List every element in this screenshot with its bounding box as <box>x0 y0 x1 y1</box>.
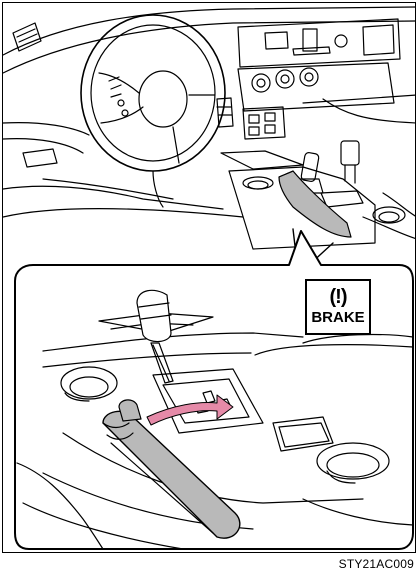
parking-brake-lever-overview <box>279 171 351 237</box>
parking-brake-warning-icon: (!) <box>307 285 369 309</box>
figure-code: STY21AC009 <box>339 557 414 571</box>
brake-warning-indicator: (!) BRAKE <box>305 279 371 335</box>
dashboard-overview <box>3 7 416 249</box>
brake-warning-label: BRAKE <box>307 309 369 327</box>
cabin-illustration <box>3 3 416 553</box>
illustration-frame: (!) BRAKE <box>2 2 416 553</box>
